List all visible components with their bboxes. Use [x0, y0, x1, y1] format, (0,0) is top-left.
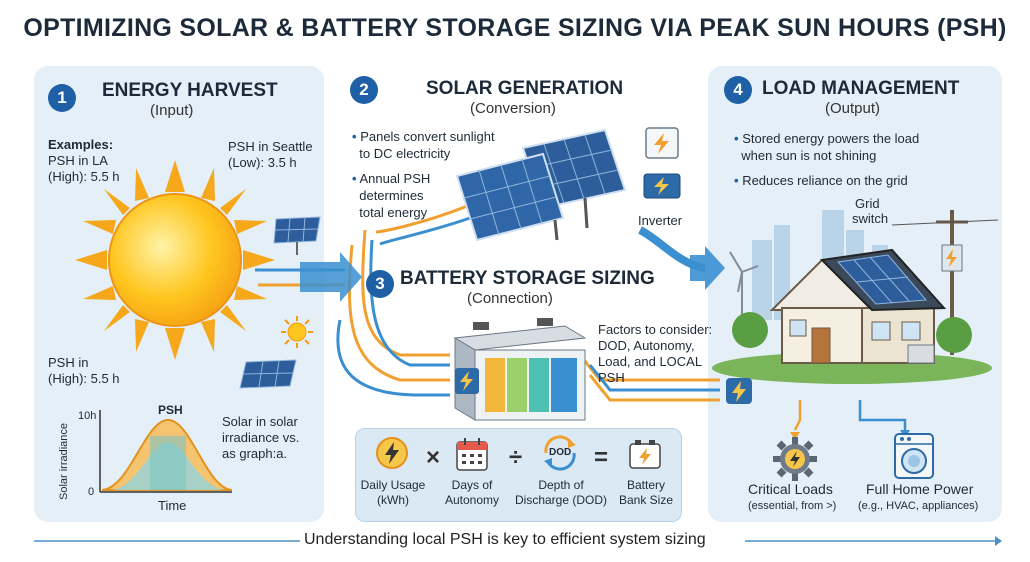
- generation-bullet-1: • Panels convert sunlight to DC electric…: [352, 129, 495, 161]
- graph-y-tick-bottom: 0: [88, 486, 95, 498]
- inverter-icon: [643, 127, 681, 199]
- full-home-power-subtitle: (e.g., HVAC, appliances): [858, 500, 979, 512]
- generation-bullet-1-line2: to DC electricity: [359, 146, 451, 161]
- sun-icon: [75, 160, 275, 360]
- step-2-badge: 2: [350, 76, 378, 104]
- equals-operator: =: [594, 444, 609, 471]
- days-autonomy-line1: Days of: [451, 478, 493, 492]
- battery-bank-line2: Bank Size: [618, 493, 674, 507]
- daily-usage-line2: (kWh): [377, 493, 409, 507]
- full-home-power-title: Full Home Power: [866, 481, 974, 497]
- psh-seattle-label: PSH in Seattle: [228, 139, 313, 154]
- battery-sizing-subtitle: (Connection): [467, 290, 553, 307]
- psh-in-label: PSH in: [48, 355, 89, 370]
- solar-generation-subtitle: (Conversion): [470, 100, 556, 117]
- load-management-subtitle: (Output): [825, 100, 881, 117]
- dod-line1: Depth of: [538, 478, 584, 492]
- solar-panels-icon: [455, 128, 627, 242]
- small-sun-icon: [281, 316, 313, 348]
- generation-bullet-2: • Annual PSH determines total energy: [352, 171, 431, 220]
- grid-switch-line1: Grid: [855, 196, 880, 211]
- inverter-label: Inverter: [638, 213, 683, 228]
- generation-bullet-2-line1: Annual PSH: [359, 171, 431, 186]
- critical-loads-gear-icon: [773, 437, 817, 481]
- graph-y-label: Solar irradiance: [58, 422, 70, 500]
- psh-irradiance-graph: [99, 410, 233, 493]
- battery-bank-line1: Battery: [626, 478, 665, 492]
- load-bullet-2: • Reduces reliance on the grid: [734, 173, 908, 188]
- generation-bullet-2-line3: total energy: [359, 205, 428, 220]
- divide-operator: ÷: [509, 444, 523, 471]
- page-title: OPTIMIZING SOLAR & BATTERY STORAGE SIZIN…: [23, 14, 1007, 42]
- days-autonomy-line2: Autonomy: [444, 493, 500, 507]
- graph-caption-line3: as graph:a.: [222, 446, 288, 461]
- generation-bullet-2-line2: determines: [359, 188, 424, 203]
- examples-label: Examples:: [48, 137, 114, 152]
- graph-title: PSH: [158, 403, 183, 417]
- load-management-title: LOAD MANAGEMENT: [762, 78, 960, 99]
- load-bullet-2-text: Reduces reliance on the grid: [742, 173, 908, 188]
- dod-icon-text: DOD: [549, 447, 572, 458]
- psh-seattle-value: (Low): 3.5 h: [228, 155, 297, 170]
- graph-caption-line1: Solar in solar: [222, 414, 298, 429]
- multiply-operator: ×: [426, 444, 441, 471]
- graph-caption-line2: irradiance vs.: [222, 430, 300, 445]
- house-scene-icon: [712, 210, 998, 384]
- psh-la-value: (High): 5.5 h: [48, 169, 120, 184]
- factors-line-1: Factors to consider:: [598, 322, 713, 337]
- battery-bank-icon: [629, 440, 661, 469]
- factors-line-2: DOD, Autonomy,: [598, 338, 695, 353]
- calendar-icon: [456, 438, 488, 471]
- factors-line-4: PSH: [598, 370, 625, 385]
- grid-switch-line2: switch: [852, 211, 889, 226]
- battery-pack-icon: [453, 318, 587, 421]
- energy-harvest-title: ENERGY HARVEST: [102, 80, 278, 101]
- battery-sizing-title: BATTERY STORAGE SIZING: [400, 268, 655, 289]
- energy-harvest-subtitle: (Input): [150, 102, 194, 119]
- solar-generation-title: SOLAR GENERATION: [426, 78, 624, 99]
- graph-y-tick-top: 10h: [78, 410, 97, 422]
- dod-line2: Discharge (DOD): [514, 493, 607, 507]
- factors-line-3: Load, and LOCAL: [598, 354, 703, 369]
- load-bullet-1: • Stored energy powers the load when sun…: [734, 131, 920, 163]
- load-bullet-1-line2: when sun is not shining: [741, 148, 877, 163]
- daily-usage-line1: Daily Usage: [360, 478, 426, 492]
- step-3-badge: 3: [366, 270, 394, 298]
- footer-caption: Understanding local PSH is key to effici…: [304, 531, 706, 548]
- psh-in-value: (High): 5.5 h: [48, 371, 120, 386]
- graph-x-label: Time: [158, 498, 187, 513]
- step-1-badge: 1: [48, 84, 76, 112]
- battery-sizing-formula: [355, 428, 682, 522]
- psh-la-label: PSH in LA: [48, 153, 108, 168]
- generation-bullet-1-line1: Panels convert sunlight: [360, 129, 495, 144]
- washing-machine-icon: [894, 433, 934, 479]
- small-solar-panel-icon-2: [239, 359, 297, 389]
- critical-loads-title: Critical Loads: [748, 481, 833, 497]
- dod-cycle-icon: [544, 435, 576, 471]
- load-bullet-1-line1: Stored energy powers the load: [742, 131, 920, 146]
- power-flow-icon: [726, 378, 752, 404]
- critical-loads-subtitle: (essential, from >): [748, 500, 837, 512]
- lightning-icon: [376, 437, 408, 469]
- small-solar-panel-icon: [273, 216, 321, 255]
- step-4-badge: 4: [724, 76, 752, 104]
